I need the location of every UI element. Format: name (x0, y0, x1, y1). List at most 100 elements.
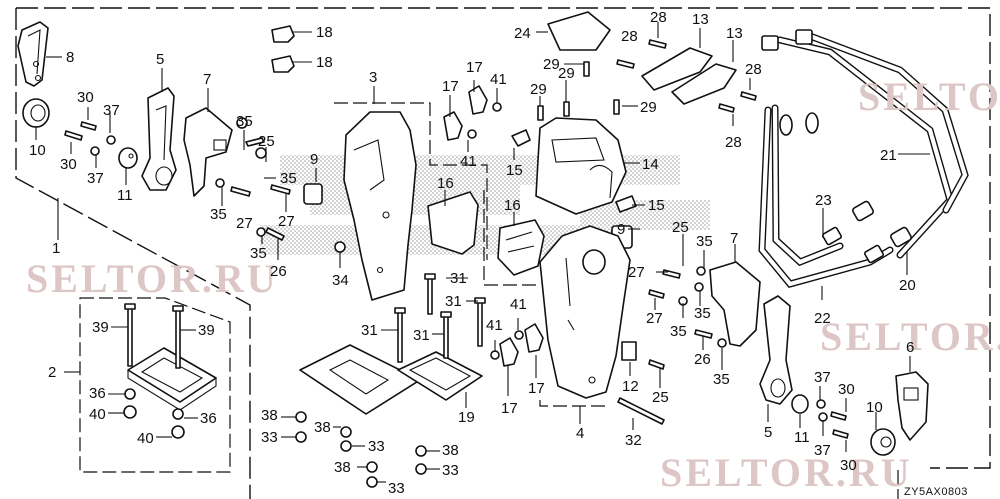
part-3-housing (343, 111, 417, 301)
callout-35: 35 (236, 113, 253, 130)
part-15-clip (511, 129, 637, 213)
callout-23: 23 (815, 192, 832, 209)
bolt-31d (474, 297, 486, 347)
callout-17: 17 (466, 59, 483, 76)
callout-14: 14 (642, 156, 659, 173)
callout-7: 7 (730, 230, 738, 247)
part-7-housing (183, 107, 233, 197)
diagram-code: ZY5AX0803 (904, 486, 968, 498)
watermark: SELTOR.RU (820, 314, 1000, 359)
callout-28: 28 (745, 61, 762, 78)
callout-31: 31 (413, 327, 430, 344)
bolt-32 (617, 397, 665, 425)
callout-39: 39 (198, 322, 215, 339)
callout-25: 25 (258, 133, 275, 150)
callout-34: 34 (332, 272, 349, 289)
callout-2: 2 (48, 364, 56, 381)
part-12-plate (621, 341, 637, 361)
bolt-39-right (172, 305, 184, 369)
bolt-31b (394, 307, 406, 363)
callout-37: 37 (814, 442, 831, 459)
callout-24: 24 (514, 25, 531, 42)
callout-25: 25 (672, 219, 689, 236)
assembly-outline (15, 7, 991, 499)
part-11-right-plate (791, 394, 809, 414)
callout-36: 36 (200, 410, 217, 427)
callout-7: 7 (203, 71, 211, 88)
part-16-cover (427, 191, 545, 276)
callout-13: 13 (726, 25, 743, 42)
callout-13: 13 (692, 11, 709, 28)
callout-33: 33 (388, 480, 405, 497)
callout-31: 31 (450, 270, 467, 287)
part-5-arm (141, 87, 177, 191)
callout-labels: 8 10 30 30 37 37 11 5 7 18 18 35 25 35 9… (29, 9, 916, 497)
part-5-right-arm (759, 295, 793, 405)
callout-26: 26 (270, 263, 287, 280)
callout-9: 9 (310, 151, 318, 168)
callout-20: 20 (899, 277, 916, 294)
callout-25: 25 (652, 389, 669, 406)
callout-5: 5 (764, 424, 772, 441)
callout-12: 12 (622, 378, 639, 395)
callout-41: 41 (486, 317, 503, 334)
callout-8: 8 (66, 49, 74, 66)
callout-32: 32 (625, 432, 642, 449)
callout-19: 19 (458, 409, 475, 426)
callout-27: 27 (628, 264, 645, 281)
callout-38: 38 (334, 459, 351, 476)
callout-30: 30 (838, 381, 855, 398)
part-18-clips (271, 25, 295, 73)
callout-11: 11 (794, 429, 810, 446)
part-4-main-housing (539, 225, 631, 399)
callout-41: 41 (460, 153, 477, 170)
bolt-31a (424, 273, 436, 315)
callout-27: 27 (236, 215, 253, 232)
part-19-plate (299, 344, 483, 415)
callout-37: 37 (814, 369, 831, 386)
callout-33: 33 (261, 429, 278, 446)
part-14-top-case (535, 117, 627, 215)
callout-30: 30 (77, 89, 94, 106)
callout-38: 38 (261, 407, 278, 424)
part-10-bushing (22, 98, 50, 128)
callout-35: 35 (210, 206, 227, 223)
callout-18: 18 (316, 24, 333, 41)
callout-11: 11 (117, 187, 133, 204)
callout-18: 18 (316, 54, 333, 71)
callout-31: 31 (361, 322, 378, 339)
callout-17: 17 (442, 78, 459, 95)
fasteners (64, 39, 849, 488)
callout-30: 30 (840, 457, 857, 474)
watermark: SELTOR.RU (26, 256, 279, 301)
callout-17: 17 (528, 380, 545, 397)
callout-17: 17 (501, 400, 518, 417)
callout-4: 4 (576, 425, 584, 442)
callout-10: 10 (29, 142, 46, 159)
callout-16: 16 (437, 175, 454, 192)
callout-35: 35 (713, 371, 730, 388)
callout-37: 37 (87, 170, 104, 187)
part-13-bracket (641, 47, 737, 105)
callout-38: 38 (314, 419, 331, 436)
callout-29: 29 (558, 65, 575, 82)
callout-41: 41 (510, 296, 527, 313)
part-11-plate (118, 147, 138, 169)
callout-40: 40 (137, 430, 154, 447)
callout-40: 40 (89, 406, 106, 423)
callout-39: 39 (92, 319, 109, 336)
callout-28: 28 (621, 28, 638, 45)
callout-1: 1 (52, 240, 60, 257)
part-21-22-cables (758, 29, 969, 288)
callout-29: 29 (640, 99, 657, 116)
callout-6: 6 (906, 339, 914, 356)
callout-15: 15 (506, 162, 523, 179)
callout-16: 16 (504, 197, 521, 214)
callout-35: 35 (250, 245, 267, 262)
callout-28: 28 (650, 9, 667, 26)
watermark: SELTOR.RU (858, 74, 1000, 119)
callout-37: 37 (103, 102, 120, 119)
part-2-spacer (127, 347, 217, 411)
part-17-brackets (443, 85, 544, 367)
